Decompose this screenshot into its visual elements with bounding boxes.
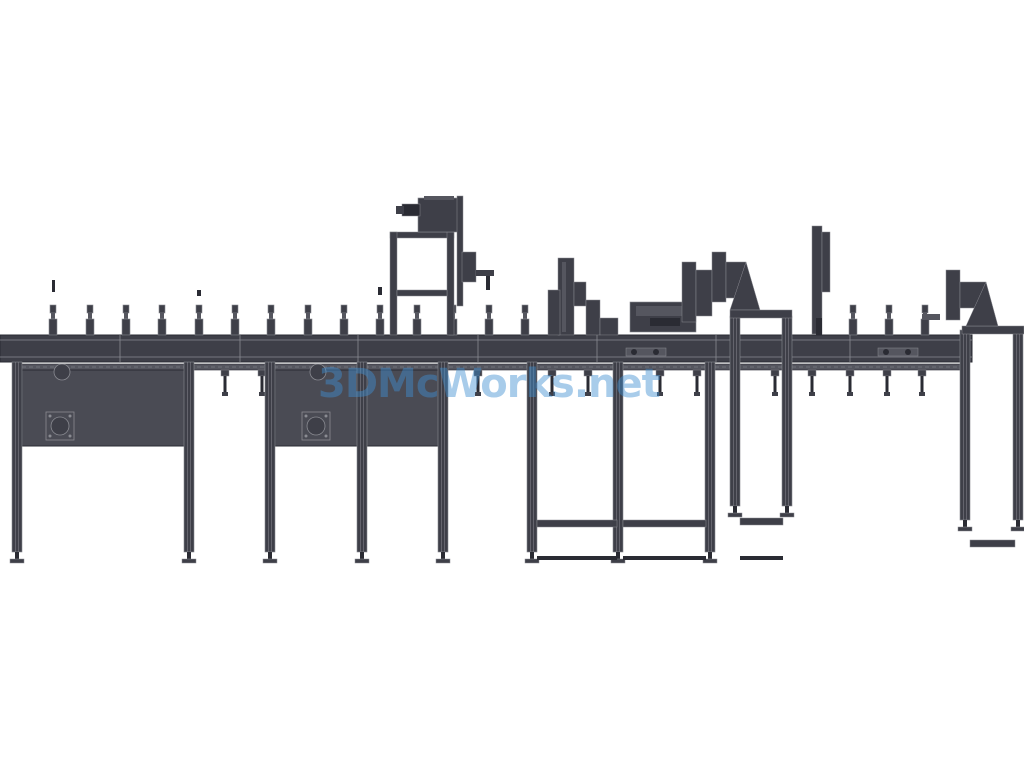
lower-frame-braces (536, 517, 1016, 560)
conveyor-beam (0, 334, 973, 363)
top-spindles (48, 280, 930, 336)
station-gripper-center (629, 251, 761, 333)
station-end-unit (922, 269, 1024, 335)
drive-panel-left (21, 363, 186, 447)
station-gripper-left (547, 257, 619, 336)
chain-rail (21, 363, 963, 371)
station-vision-tower (389, 195, 494, 336)
beam-clamps (625, 347, 919, 357)
station-frame-right (729, 225, 831, 335)
